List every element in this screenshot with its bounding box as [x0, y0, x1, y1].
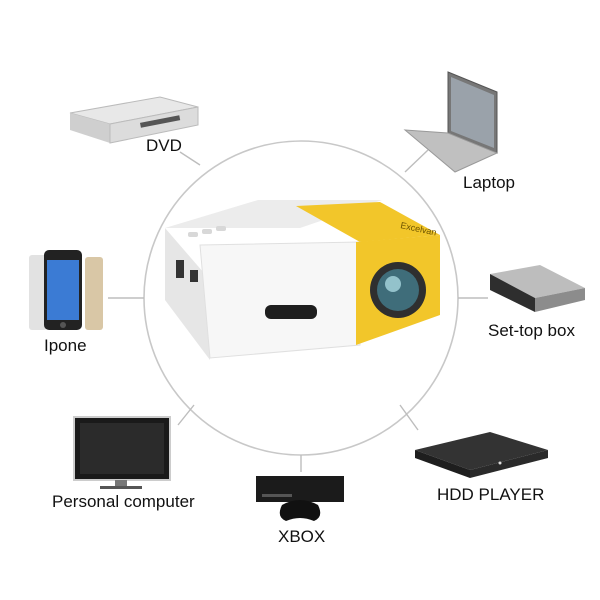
game-console-icon: [256, 476, 344, 521]
dvd-label: DVD: [146, 136, 182, 155]
connector-hdd: [399, 404, 419, 431]
connector-lines: [108, 149, 488, 472]
projector-port: [190, 270, 198, 282]
projector-port: [176, 260, 184, 278]
iphone-label: Ipone: [44, 336, 87, 355]
set-top-box-label: Set-top box: [488, 321, 575, 340]
smartphone-icon: [29, 250, 103, 330]
laptop-label: Laptop: [463, 173, 515, 192]
projector-front-face: [199, 241, 361, 359]
projector-buttons: [188, 226, 226, 237]
projector-top-accent: [296, 202, 440, 242]
set-top-box-icon: [490, 265, 585, 312]
dvd-player-icon: [69, 96, 199, 144]
projector-lens-glare: [385, 276, 401, 292]
mini-projector: Excelvan: [165, 200, 440, 360]
xbox-label: XBOX: [278, 527, 326, 546]
hdd-player-icon: [415, 432, 548, 478]
monitor-icon: [73, 416, 171, 489]
connector-pc: [177, 404, 195, 426]
hdd-player-label: HDD PLAYER: [437, 485, 545, 504]
connector-dvd: [179, 151, 201, 166]
personal-computer-label: Personal computer: [52, 492, 195, 511]
projector-vent: [265, 305, 317, 319]
connector-laptop: [404, 149, 429, 173]
laptop-icon: [403, 71, 499, 173]
